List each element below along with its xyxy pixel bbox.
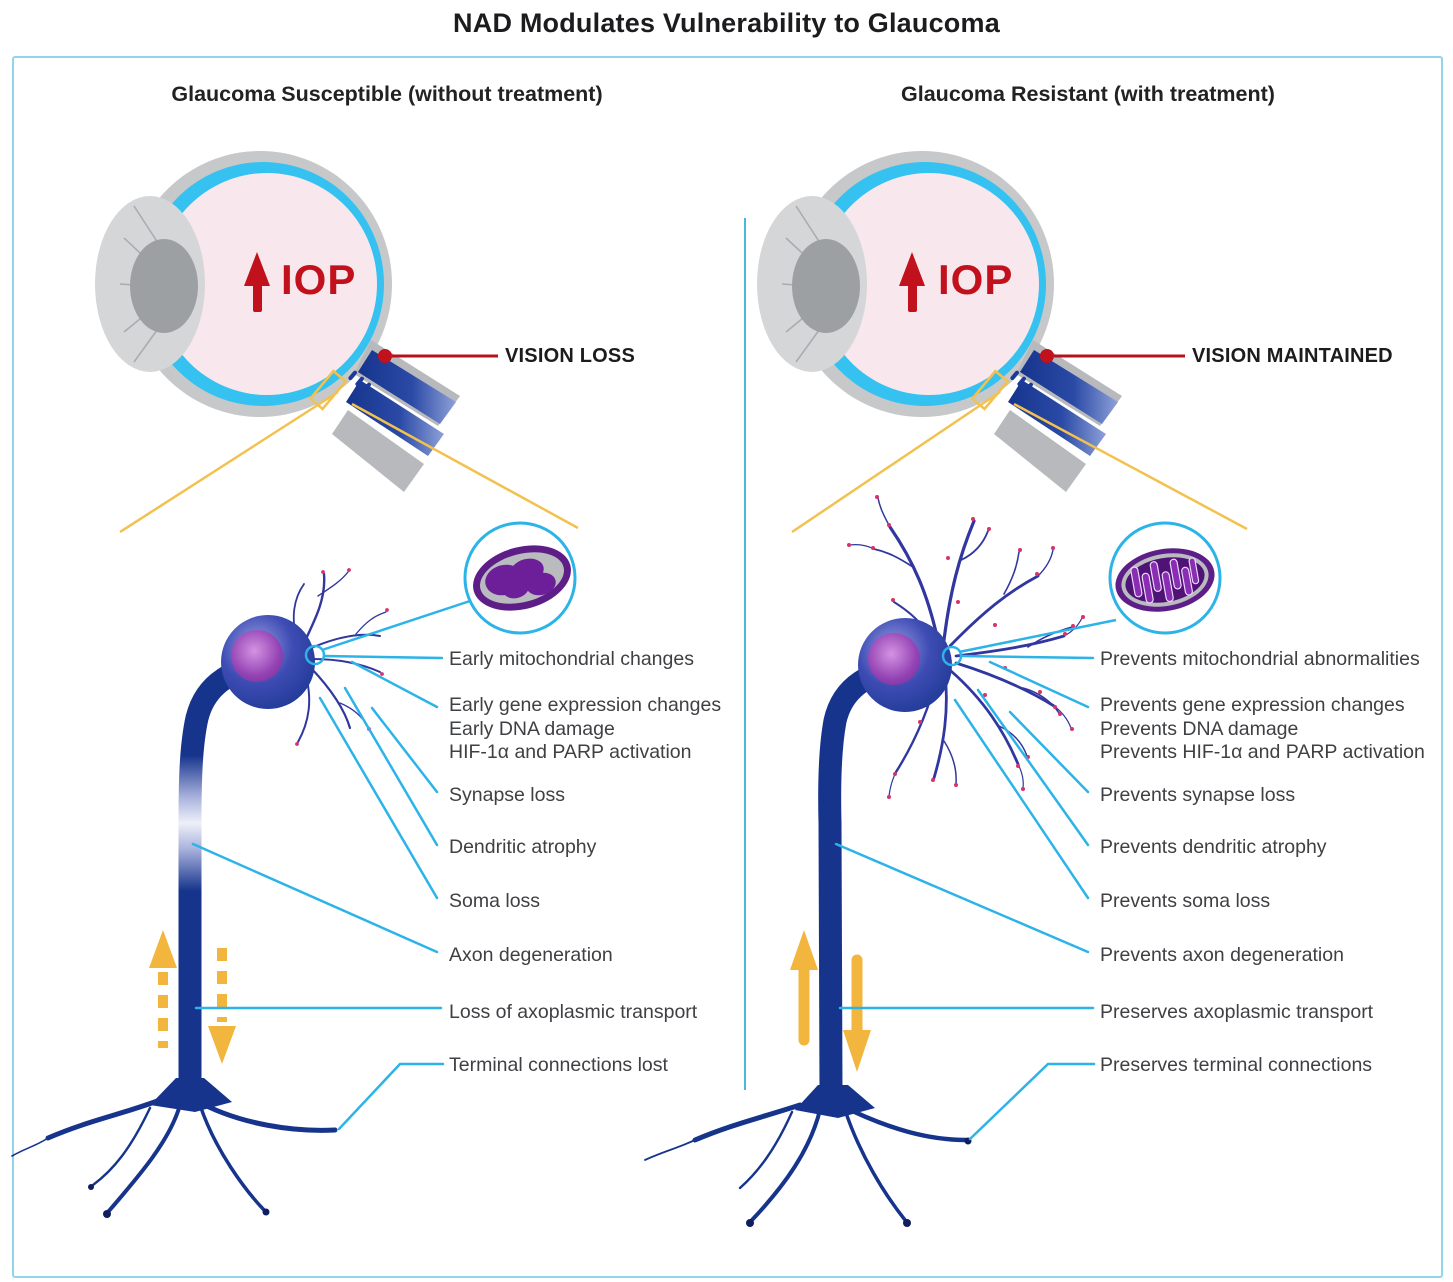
right-callout-soma: Prevents soma loss xyxy=(1100,890,1271,912)
left-callout-terminal: Terminal connections lost xyxy=(449,1054,668,1076)
right-callout-transport: Preserves axoplasmic transport xyxy=(1100,1001,1374,1023)
right-transport-arrows xyxy=(790,930,871,1072)
right-callout-axon: Prevents axon degeneration xyxy=(1100,944,1344,966)
left-callout-leader-lines xyxy=(191,654,445,1131)
left-callout-gene-line2: Early DNA damage xyxy=(449,717,615,740)
right-mitochondrion-inset xyxy=(941,521,1222,667)
right-callout-terminal: Preserves terminal connections xyxy=(1100,1054,1373,1076)
left-transport-arrows xyxy=(149,930,236,1064)
right-callout-mitochondria: Prevents mitochondrial abnormalities xyxy=(1100,648,1420,670)
left-callout-gene-block: Early gene expression changes Early DNA … xyxy=(449,694,721,765)
right-eye-illustration xyxy=(755,149,1124,494)
right-neuron-illustration xyxy=(644,495,1085,1227)
left-callout-gene-line1: Early gene expression changes xyxy=(449,694,722,716)
left-callout-gene-line3: HIF-1α and PARP activation xyxy=(449,741,692,763)
left-vision-label: VISION LOSS xyxy=(505,345,636,367)
right-iop-label: IOP xyxy=(938,256,1014,303)
left-callout-axon: Axon degeneration xyxy=(449,944,613,966)
left-iop-label: IOP xyxy=(281,256,357,303)
right-callout-gene-line1: Prevents gene expression changes xyxy=(1100,694,1405,716)
left-callout-soma: Soma loss xyxy=(449,890,541,912)
magnifier-callout-lines xyxy=(119,390,1248,534)
right-callout-leader-lines xyxy=(834,654,1096,1141)
right-panel-header: Glaucoma Resistant (with treatment) xyxy=(901,82,1275,106)
left-callout-synapse: Synapse loss xyxy=(449,784,565,806)
figure-title: NAD Modulates Vulnerability to Glaucoma xyxy=(453,8,1000,38)
left-eye-illustration xyxy=(93,149,462,494)
left-callout-mitochondria: Early mitochondrial changes xyxy=(449,648,694,670)
left-mitochondrion-inset xyxy=(304,521,577,666)
left-panel-header: Glaucoma Susceptible (without treatment) xyxy=(171,82,603,106)
right-callout-gene-block: Prevents gene expression changes Prevent… xyxy=(1100,694,1425,765)
right-callout-synapse: Prevents synapse loss xyxy=(1100,784,1296,806)
right-callout-dendrite: Prevents dendritic atrophy xyxy=(1100,836,1327,858)
right-callout-gene-line2: Prevents DNA damage xyxy=(1100,717,1299,740)
left-neuron-illustration xyxy=(11,568,389,1218)
right-callout-gene-line3: Prevents HIF-1α and PARP activation xyxy=(1100,741,1425,763)
left-callout-dendrite: Dendritic atrophy xyxy=(449,836,597,858)
right-vision-label: VISION MAINTAINED xyxy=(1192,345,1393,367)
iop-arrow-icons xyxy=(244,252,925,312)
left-callout-transport: Loss of axoplasmic transport xyxy=(449,1001,698,1023)
